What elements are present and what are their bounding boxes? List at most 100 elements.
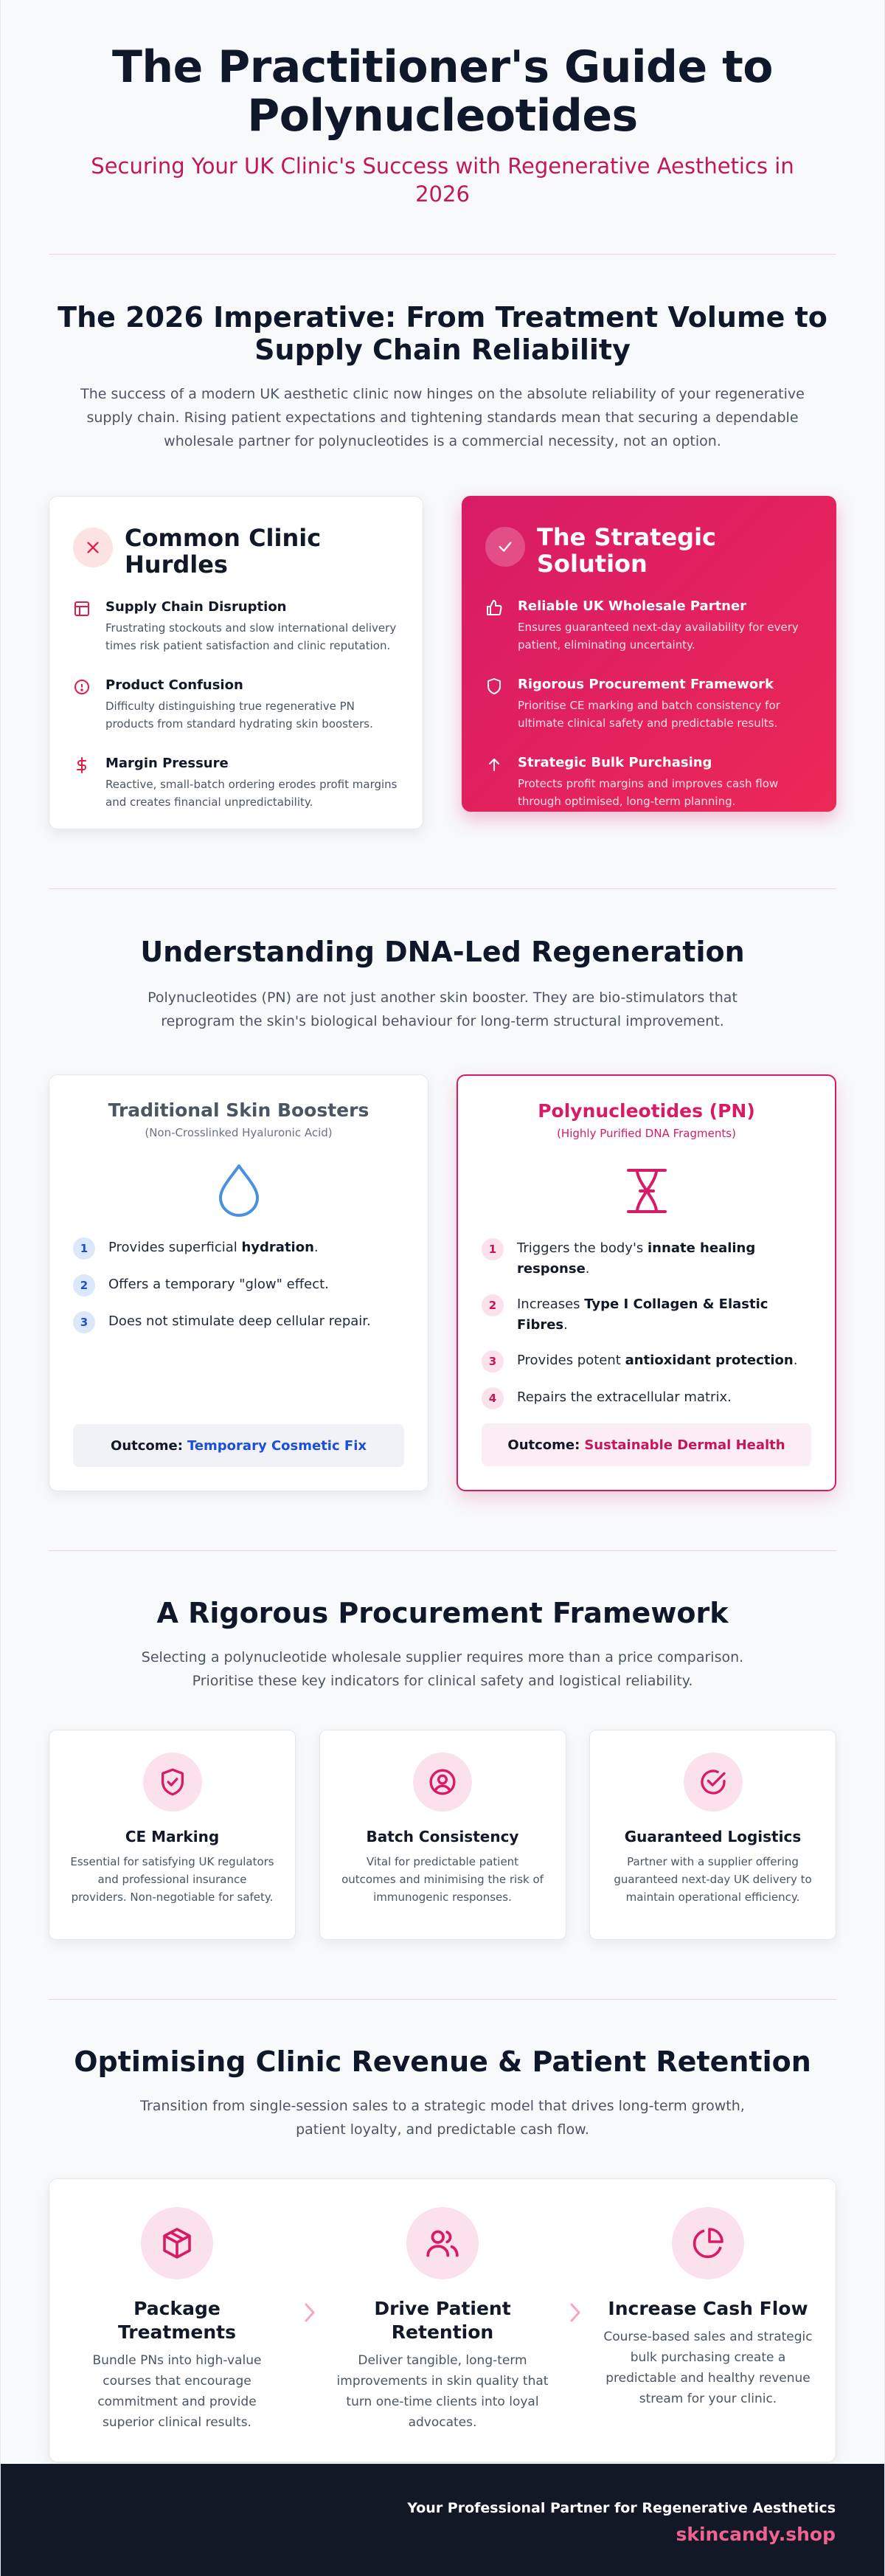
- revenue-lead-line1: Transition from single-session sales to …: [140, 2098, 745, 2114]
- list-item: 2 Increases Type I Collagen & Elastic Fi…: [482, 1294, 811, 1336]
- fw-desc: Vital for predictable patient outcomes a…: [341, 1855, 544, 1904]
- hurdles-title: Common Clinic Hurdles: [125, 524, 322, 579]
- list-number: 3: [73, 1311, 95, 1333]
- hero: The Practitioner's Guide to Polynucleoti…: [49, 0, 836, 208]
- regeneration-lead-line2: reprogram the skin's biological behaviou…: [161, 1013, 724, 1029]
- hurdles-card: Common Clinic Hurdles Supply Chain Disru…: [49, 496, 423, 829]
- regeneration-lead-line1: Polynucleotides (PN) are not just anothe…: [148, 990, 738, 1006]
- list-number: 1: [73, 1237, 95, 1260]
- list-text: Provides potent antioxidant protection.: [517, 1353, 798, 1368]
- divider: [49, 888, 836, 889]
- footer: Your Professional Partner for Regenerati…: [1, 2464, 884, 2576]
- pn-title: Polynucleotides (PN): [538, 1100, 755, 1122]
- list-item: 3 Does not stimulate deep cellular repai…: [73, 1311, 404, 1333]
- solution-item-desc: Ensures guaranteed next-day availability…: [518, 621, 799, 652]
- ce-marking-card: CE Marking Essential for satisfying UK r…: [49, 1730, 296, 1940]
- revenue-step-desc: Course-based sales and strategic bulk pu…: [603, 2330, 813, 2406]
- regeneration-section: Understanding DNA-Led Regeneration Polyn…: [49, 889, 836, 1491]
- solution-item: Strategic Bulk Purchasing Protects profi…: [485, 754, 813, 810]
- list-number: 4: [482, 1387, 504, 1409]
- list-text: Provides superficial hydration.: [108, 1240, 319, 1255]
- list-item: 3 Provides potent antioxidant protection…: [482, 1350, 811, 1372]
- hurdle-title: Supply Chain Disruption: [105, 599, 287, 615]
- revenue-lead: Transition from single-session sales to …: [49, 2094, 836, 2141]
- pn-subtitle: (Highly Purified DNA Fragments): [557, 1127, 736, 1140]
- revenue-step-desc: Bundle PNs into high-value courses that …: [92, 2353, 262, 2430]
- user-circle-icon: [413, 1753, 472, 1812]
- outcome-value: Sustainable Dermal Health: [584, 1437, 785, 1453]
- revenue-section: Optimising Clinic Revenue & Patient Rete…: [49, 2000, 836, 2462]
- traditional-title: Traditional Skin Boosters: [108, 1099, 369, 1121]
- regeneration-title: Understanding DNA-Led Regeneration: [140, 936, 745, 968]
- page-title: The Practitioner's Guide to Polynucleoti…: [49, 43, 836, 140]
- list-text: Increases Type I Collagen & Elastic Fibr…: [517, 1296, 768, 1333]
- procurement-title: A Rigorous Procurement Framework: [156, 1597, 729, 1629]
- divider: [49, 1999, 836, 2000]
- hurdle-item: Supply Chain Disruption Frustrating stoc…: [73, 598, 399, 655]
- droplet-icon: [73, 1162, 404, 1218]
- traditional-card: Traditional Skin Boosters (Non-Crosslink…: [49, 1074, 428, 1491]
- list-item: 1 Triggers the body's innate healing res…: [482, 1238, 811, 1280]
- procurement-lead: Selecting a polynucleotide wholesale sup…: [49, 1646, 836, 1693]
- pie-chart-icon: [672, 2207, 744, 2279]
- page-subtitle: Securing Your UK Clinic's Success with R…: [91, 153, 794, 207]
- outcome-label: Outcome:: [111, 1437, 183, 1454]
- solution-item: Reliable UK Wholesale Partner Ensures gu…: [485, 598, 813, 654]
- revenue-step-title: Drive Patient Retention: [374, 2298, 511, 2343]
- revenue-steps-card: Package Treatments Bundle PNs into high-…: [49, 2178, 836, 2462]
- list-number: 2: [73, 1274, 95, 1296]
- fw-title: Guaranteed Logistics: [624, 1828, 802, 1845]
- revenue-lead-line2: patient loyalty, and predictable cash fl…: [296, 2121, 589, 2138]
- layout-icon: [73, 600, 91, 618]
- list-text: Triggers the body's innate healing respo…: [517, 1240, 756, 1277]
- outcome-value: Temporary Cosmetic Fix: [187, 1437, 367, 1454]
- solution-item-title: Strategic Bulk Purchasing: [518, 755, 712, 770]
- solution-item-title: Rigorous Procurement Framework: [518, 677, 774, 692]
- outcome-label: Outcome:: [507, 1437, 580, 1453]
- solution-title: The Strategic Solution: [537, 523, 717, 578]
- fw-desc: Essential for satisfying UK regulators a…: [70, 1855, 274, 1904]
- chevron-right-icon: [564, 2302, 586, 2324]
- footer-tagline: Your Professional Partner for Regenerati…: [407, 2500, 836, 2516]
- hurdle-title: Product Confusion: [105, 677, 243, 693]
- solution-item-desc: Protects profit margins and improves cas…: [518, 777, 779, 808]
- page-title-line1: The Practitioner's Guide to: [112, 41, 774, 93]
- dollar-icon: [73, 756, 91, 774]
- hurdle-item: Product Confusion Difficulty distinguish…: [73, 677, 399, 733]
- revenue-step: Increase Cash Flow Course-based sales an…: [601, 2207, 815, 2462]
- traditional-subtitle: (Non-Crosslinked Hyaluronic Acid): [145, 1126, 333, 1139]
- imperative-title: The 2026 Imperative: From Treatment Volu…: [49, 301, 836, 366]
- shield-check-icon: [142, 1753, 202, 1812]
- regeneration-lead: Polynucleotides (PN) are not just anothe…: [49, 986, 836, 1033]
- hurdle-title: Margin Pressure: [105, 756, 229, 771]
- list-number: 3: [482, 1350, 504, 1372]
- revenue-step-title: Package Treatments: [117, 2298, 237, 2343]
- procurement-lead-line2: Prioritise these key indicators for clin…: [192, 1673, 693, 1689]
- procurement-lead-line1: Selecting a polynucleotide wholesale sup…: [141, 1649, 744, 1665]
- list-item: 2 Offers a temporary "glow" effect.: [73, 1274, 404, 1296]
- arrow-up-icon: [485, 756, 503, 773]
- list-text: Repairs the extracellular matrix.: [517, 1389, 732, 1405]
- hurdle-desc: Reactive, small-batch ordering erodes pr…: [105, 778, 398, 809]
- pn-outcome: Outcome: Sustainable Dermal Health: [482, 1423, 811, 1466]
- imperative-lead: The success of a modern UK aesthetic cli…: [80, 386, 805, 449]
- revenue-step: Drive Patient Retention Deliver tangible…: [336, 2207, 549, 2462]
- footer-site-link[interactable]: skincandy.shop: [676, 2524, 836, 2545]
- traditional-outcome: Outcome: Temporary Cosmetic Fix: [73, 1424, 404, 1467]
- shield-icon: [485, 677, 503, 695]
- solution-item: Rigorous Procurement Framework Prioritis…: [485, 676, 813, 732]
- fw-title: Batch Consistency: [366, 1828, 519, 1845]
- batch-consistency-card: Batch Consistency Vital for predictable …: [319, 1730, 566, 1940]
- divider: [49, 254, 836, 255]
- check-icon: [485, 527, 525, 567]
- list-item: 4 Repairs the extracellular matrix.: [482, 1387, 811, 1409]
- list-text: Offers a temporary "glow" effect.: [108, 1277, 329, 1292]
- imperative-title-line2: Supply Chain Reliability: [254, 334, 631, 366]
- solution-item-title: Reliable UK Wholesale Partner: [518, 598, 747, 614]
- list-number: 1: [482, 1238, 504, 1260]
- imperative-section: The 2026 Imperative: From Treatment Volu…: [49, 255, 836, 829]
- users-icon: [406, 2207, 479, 2279]
- divider: [49, 1550, 836, 1551]
- procurement-section: A Rigorous Procurement Framework Selecti…: [49, 1551, 836, 1940]
- thumbs-up-icon: [485, 599, 503, 617]
